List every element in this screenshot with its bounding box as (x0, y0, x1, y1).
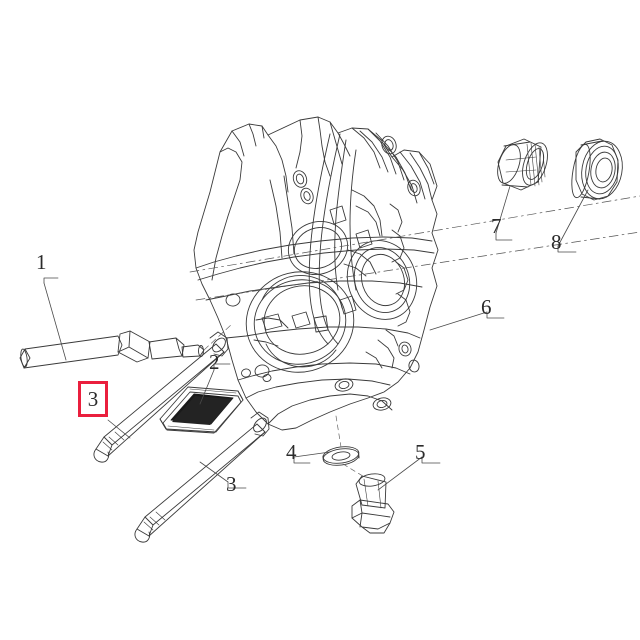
leader-lines (43, 185, 589, 491)
ball-bearing-part (571, 138, 623, 201)
internal-ribs (253, 133, 383, 347)
bushing-sleeve-part (497, 138, 548, 191)
callout-label-2[interactable]: 2 (209, 350, 220, 374)
long-stud-bolt-lower (134, 411, 270, 543)
camshaft-bore (287, 221, 349, 275)
callout-label-6[interactable]: 6 (481, 295, 492, 319)
callout-label-5[interactable]: 5 (415, 440, 426, 464)
secondary-bore (346, 240, 418, 320)
callout-label-3-lower[interactable]: 3 (226, 472, 237, 496)
assembly-alignment-lines (335, 415, 367, 479)
crankshaft-bore (245, 271, 355, 373)
bolt-holes (225, 135, 421, 411)
callout-label-3-highlighted[interactable]: 3 (78, 381, 108, 417)
drain-plug-bolt-part (351, 473, 395, 534)
centre-axis-lines (189, 195, 640, 301)
crankcase-cover-body (193, 116, 439, 431)
callout-label-8[interactable]: 8 (551, 230, 562, 254)
sealing-washer-part (322, 446, 360, 466)
long-stud-bolt-upper (93, 331, 229, 463)
part1-alignment-line (203, 323, 233, 351)
callout-label-7[interactable]: 7 (491, 214, 502, 238)
chain-tensioner-detail (365, 203, 411, 369)
oil-strainer-screen-part (159, 386, 244, 434)
callout-label-1[interactable]: 1 (36, 250, 47, 274)
callout-label-4[interactable]: 4 (286, 440, 297, 464)
banjo-bolt-part (19, 330, 205, 369)
